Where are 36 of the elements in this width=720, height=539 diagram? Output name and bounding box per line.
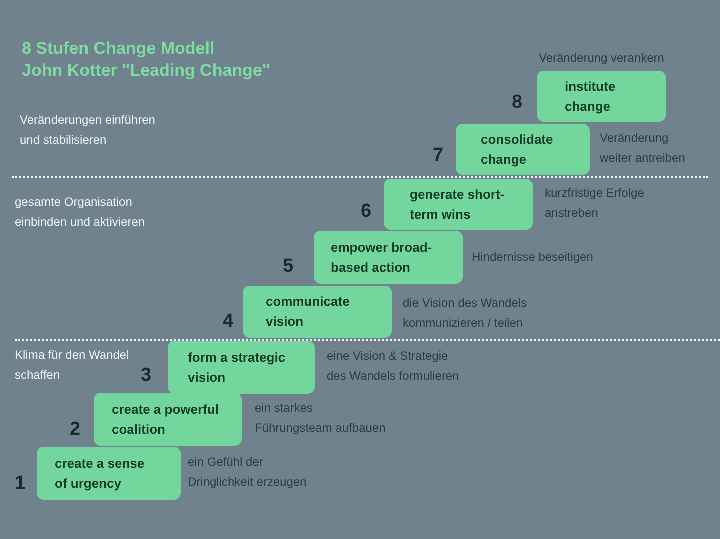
step-label: create a powerful coalition (112, 400, 220, 438)
step-number: 6 (361, 201, 372, 223)
step-description: kurzfristige Erfolge anstreben (545, 185, 646, 222)
step-box (314, 231, 463, 284)
step-description: Veränderung verankern (539, 50, 664, 67)
diagram-title: 8 Stufen Change Modell John Kotter "Leading Change" (22, 38, 270, 82)
step-description: Veränderung weiter antreiben (600, 130, 686, 167)
step-box (243, 286, 392, 338)
step-box (168, 341, 315, 394)
step-number: 4 (223, 311, 234, 333)
step-description: ein starkes Führungsteam aufbauen (255, 400, 387, 437)
step-label: create a sense of urgency (55, 454, 146, 493)
step-number: 5 (283, 256, 294, 278)
phase-label: Klima für den Wandel schaffen (15, 347, 130, 384)
step-number: 1 (15, 473, 26, 495)
step-description: Hindernisse beseitigen (472, 249, 594, 266)
step-box (537, 71, 666, 122)
phase-label: gesamte Organisation einbinden und aktivieren (15, 194, 146, 231)
step-label: generate short-term wins (410, 186, 506, 224)
step-description: ein Gefühl der Dringlichkeit erzeugen (188, 454, 308, 491)
step-box (384, 179, 533, 230)
step-number: 7 (433, 145, 444, 167)
step-box (37, 447, 181, 500)
step-number: 3 (141, 365, 152, 387)
step-label: institute change (565, 78, 617, 116)
step-number: 2 (70, 419, 81, 441)
phase-label: Veränderungen einführen und stabilisieren (20, 112, 156, 149)
step-description: die Vision des Wandels kommunizieren / teilen (403, 295, 528, 332)
step-label: consolidate change (481, 130, 554, 169)
step-label: communicate vision (266, 293, 351, 331)
step-box (94, 393, 242, 446)
step-label: empower broad-based action (331, 238, 434, 276)
step-box (456, 124, 590, 175)
step-label: form a strategic vision (188, 348, 287, 386)
step-number: 8 (512, 92, 523, 114)
step-description: eine Vision & Strategie des Wandels formulieren (327, 348, 460, 385)
